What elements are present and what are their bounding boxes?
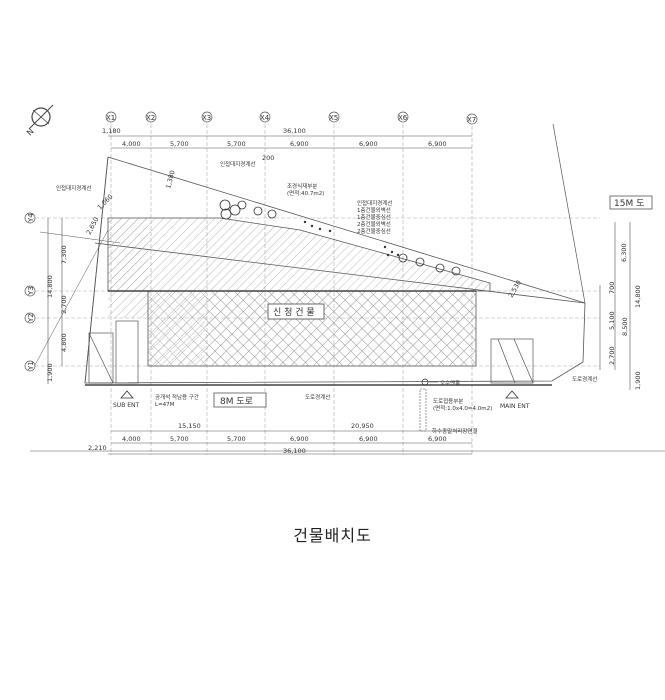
svg-text:2,700: 2,700 xyxy=(60,295,68,314)
main-entrance-ramp xyxy=(490,338,534,384)
svg-text:X4: X4 xyxy=(260,114,270,122)
svg-text:인접대지경계선: 인접대지경계선 xyxy=(357,199,392,207)
svg-text:4,000: 4,000 xyxy=(122,140,141,148)
svg-text:6,900: 6,900 xyxy=(359,435,378,443)
svg-text:6,900: 6,900 xyxy=(428,140,447,148)
svg-text:X6: X6 xyxy=(398,114,408,122)
north-arrow-icon: N xyxy=(25,104,54,138)
svg-text:6,900: 6,900 xyxy=(290,435,309,443)
landscape-strip xyxy=(219,199,461,276)
svg-text:1,900: 1,900 xyxy=(46,363,54,382)
svg-text:인접대지경계선: 인접대지경계선 xyxy=(220,160,255,168)
svg-text:X5: X5 xyxy=(329,114,338,122)
svg-text:8,500: 8,500 xyxy=(621,317,629,336)
svg-text:(면적:40.7m2): (면적:40.7m2) xyxy=(287,189,324,197)
svg-text:5,700: 5,700 xyxy=(170,435,189,443)
svg-text:1,380: 1,380 xyxy=(164,169,177,189)
svg-text:4,000: 4,000 xyxy=(122,435,141,443)
x-grid-axes: X1 X2 X3 X4 X5 X6 X7 xyxy=(105,111,478,125)
svg-text:2,210: 2,210 xyxy=(88,444,107,452)
svg-text:도로경계선: 도로경계선 xyxy=(572,375,597,383)
svg-text:14,800: 14,800 xyxy=(634,285,642,308)
svg-text:6,900: 6,900 xyxy=(428,435,447,443)
svg-text:X3: X3 xyxy=(202,114,211,122)
svg-text:5,700: 5,700 xyxy=(170,140,189,148)
svg-text:15,150: 15,150 xyxy=(178,422,201,430)
svg-text:700: 700 xyxy=(608,282,616,294)
svg-text:1층건물중심선: 1층건물중심선 xyxy=(357,213,391,221)
svg-text:7,300: 7,300 xyxy=(60,245,68,264)
svg-text:SUB ENT: SUB ENT xyxy=(113,402,140,409)
svg-text:1층건물외벽선: 1층건물외벽선 xyxy=(357,206,391,214)
svg-text:200: 200 xyxy=(262,154,274,162)
svg-text:Y2: Y2 xyxy=(27,313,35,323)
sub-entrance-ramp xyxy=(88,320,139,384)
svg-text:2,650: 2,650 xyxy=(85,216,101,236)
svg-text:1,060: 1,060 xyxy=(96,193,115,212)
svg-text:1,900: 1,900 xyxy=(634,371,642,390)
svg-text:5,700: 5,700 xyxy=(227,435,246,443)
building-footprint: 신 청 건 물 xyxy=(107,217,491,367)
svg-text:L=47M: L=47M xyxy=(155,402,175,408)
svg-text:MAIN ENT: MAIN ENT xyxy=(500,403,530,410)
svg-text:X2: X2 xyxy=(146,114,155,122)
y-grid-axes: Y4 Y3 Y2 Y1 xyxy=(24,212,36,372)
right-dimensions: 6,300 14,800 700 5,100 8,500 2,700 1,900… xyxy=(262,154,642,390)
svg-text:6,300: 6,300 xyxy=(620,243,628,262)
svg-text:X1: X1 xyxy=(106,114,115,122)
svg-text:6,900: 6,900 xyxy=(290,140,309,148)
new-building-label: 신 청 건 물 xyxy=(273,307,315,318)
svg-text:6,900: 6,900 xyxy=(359,140,378,148)
manhole-icon xyxy=(421,378,438,386)
road-15m: 15M 도 xyxy=(609,195,653,210)
svg-text:Y1: Y1 xyxy=(27,361,35,371)
svg-text:2,530: 2,530 xyxy=(507,279,523,299)
top-dimensions: 1,180 36,100 4,000 5,700 5,700 6,900 6,9… xyxy=(102,127,472,149)
svg-text:36,100: 36,100 xyxy=(283,447,306,455)
svg-text:2층건물외벽선: 2층건물외벽선 xyxy=(357,220,391,228)
svg-text:오수맨홀: 오수맨홀 xyxy=(440,379,460,387)
svg-text:Y3: Y3 xyxy=(27,286,35,296)
svg-text:15M 도: 15M 도 xyxy=(614,199,644,209)
svg-text:20,950: 20,950 xyxy=(351,422,374,430)
svg-text:Y4: Y4 xyxy=(27,213,35,223)
road-8m: 8M 도로 xyxy=(213,392,267,408)
svg-text:인접대지경계선: 인접대지경계선 xyxy=(56,184,91,192)
svg-text:2층건물중심선: 2층건물중심선 xyxy=(357,227,391,235)
svg-text:1,180: 1,180 xyxy=(102,127,121,135)
north-label: N xyxy=(25,127,36,138)
svg-text:36,100: 36,100 xyxy=(283,127,306,135)
svg-text:(면적:1.0x4.0=4.0m2): (면적:1.0x4.0=4.0m2) xyxy=(433,404,492,412)
svg-text:도로접용부분: 도로접용부분 xyxy=(433,397,463,405)
svg-text:8M 도로: 8M 도로 xyxy=(220,397,253,407)
sub-entrance-marker: SUB ENT xyxy=(113,390,140,409)
svg-text:14,800: 14,800 xyxy=(46,275,54,298)
svg-text:4,800: 4,800 xyxy=(60,333,68,352)
svg-text:조경식재부분: 조경식재부분 xyxy=(287,182,317,190)
svg-text:도로경계선: 도로경계선 xyxy=(305,393,330,401)
svg-text:5,700: 5,700 xyxy=(227,140,246,148)
svg-text:X7: X7 xyxy=(467,116,476,124)
drawing-title: 건물배치도 xyxy=(293,526,372,545)
main-entrance-marker: MAIN ENT xyxy=(500,390,530,410)
svg-text:공개석 적남용 구간: 공개석 적남용 구간 xyxy=(155,393,199,401)
svg-text:2,700: 2,700 xyxy=(608,346,616,365)
drain-strip xyxy=(419,388,427,432)
bottom-dimensions: 15,150 20,950 4,000 5,700 5,700 6,900 6,… xyxy=(30,422,665,455)
svg-text:5,100: 5,100 xyxy=(608,311,616,330)
